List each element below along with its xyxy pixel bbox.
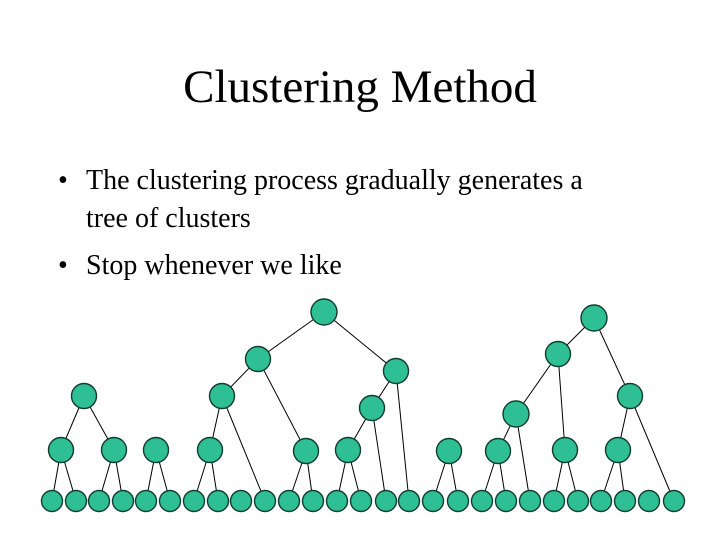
leaf-node [374,489,398,513]
leaf-node [325,489,349,513]
tree-edge [593,317,631,397]
bullet-marker: • [58,250,68,281]
leaf-node [229,489,253,513]
tree-edge [221,395,266,502]
cluster-node [142,436,170,464]
leaf-node [589,489,613,513]
leaf-node [182,489,206,513]
cluster-node [292,437,320,465]
cluster-node [334,436,362,464]
tree-edge [257,358,307,452]
leaf-node [470,489,494,513]
leaf-node [518,489,542,513]
cluster-node [196,436,224,464]
cluster-node [358,394,386,422]
leaf-node [111,489,135,513]
leaf-node [566,489,590,513]
cluster-node [616,382,644,410]
leaf-node [277,489,301,513]
cluster-node [544,340,572,368]
leaf-node [662,489,686,513]
cluster-node [70,382,98,410]
bullet-list: • The clustering process gradually gener… [58,162,694,294]
leaf-node [494,489,518,513]
cluster-node [382,357,410,385]
bullet-marker: • [58,165,68,196]
leaf-node [613,489,637,513]
cluster-node [604,436,632,464]
cluster-node [551,436,579,464]
leaf-node [134,489,158,513]
leaf-node [206,489,230,513]
leaf-node [349,489,373,513]
cluster-node [100,436,128,464]
cluster-node [435,437,463,465]
leaf-node [397,489,421,513]
cluster-node [484,437,512,465]
bullet-item: • Stop whenever we like [58,247,694,285]
bullet-text-line: The clustering process gradually generat… [86,165,583,196]
tree-edge [395,370,410,502]
tree-edge [557,353,566,451]
leaf-node [158,489,182,513]
tree-edge [629,395,675,502]
bullet-text-line: tree of clusters [86,203,251,234]
tree-edge [371,407,387,502]
cluster-node [244,345,272,373]
leaf-node [542,489,566,513]
leaf-node [301,489,325,513]
cluster-node [580,304,608,332]
leaf-node [87,489,111,513]
leaf-node [253,489,277,513]
bullet-item: • The clustering process gradually gener… [58,162,694,238]
leaf-node [446,489,470,513]
bullet-text-line: Stop whenever we like [86,250,342,281]
slide-title: Clustering Method [183,61,537,113]
leaf-node [637,489,661,513]
cluster-node [208,382,236,410]
leaf-node [40,489,64,513]
cluster-node [502,400,530,428]
cluster-node [310,298,338,326]
leaf-node [64,489,88,513]
cluster-node [47,436,75,464]
leaf-node [421,489,445,513]
tree-edge [515,413,531,502]
tree-edge [323,311,397,372]
